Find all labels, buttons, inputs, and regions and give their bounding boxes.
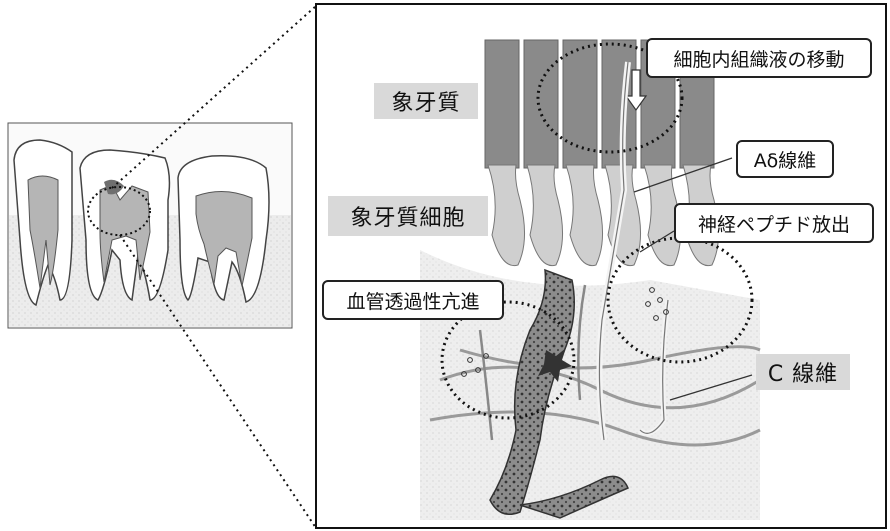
dentin-tubule — [563, 40, 597, 168]
neuropeptide-release-label: 神経ペプチド放出 — [674, 203, 874, 243]
vascular-permeability-label: 血管透過性亢進 — [322, 280, 504, 320]
teeth-overview — [8, 123, 292, 328]
c-fiber-label: C 線維 — [756, 354, 850, 390]
odontoblast-label: 象牙質細胞 — [328, 196, 488, 236]
dentin-tubule — [485, 40, 519, 168]
dentin-tubule — [524, 40, 558, 168]
dentin-label: 象牙質 — [374, 83, 478, 119]
a-delta-fiber-label: Aδ線維 — [736, 140, 834, 178]
fluid-movement-label: 細胞内組織液の移動 — [646, 38, 872, 78]
